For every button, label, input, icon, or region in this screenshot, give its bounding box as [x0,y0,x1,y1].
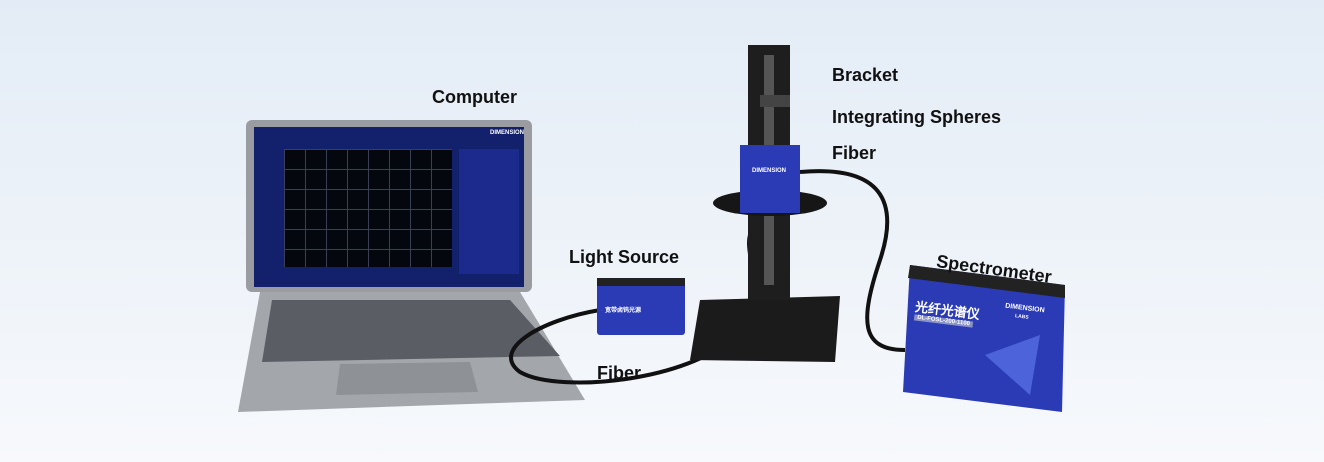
light-source-device [597,280,685,335]
label-fiber-bottom: Fiber [597,363,642,383]
sphere-brand-logo: DIMENSION [752,168,787,174]
integrating-sphere [740,145,800,213]
label-computer: Computer [432,87,517,107]
spectrum-plot [284,149,452,267]
software-side-panel [459,149,519,274]
laptop-screen [254,127,524,287]
label-bracket: Bracket [832,65,899,85]
fiber-cable-right [799,169,906,352]
stand-base [690,296,840,362]
keyboard [262,300,560,362]
label-integrating-spheres: Integrating Spheres [832,107,1002,127]
touchpad [336,362,478,395]
screen-brand-logo: DIMENSION [490,130,525,136]
label-fiber-top: Fiber [832,143,877,163]
label-light-source: Light Source [569,247,680,267]
light-source-name: 宽带卤钨光源 [605,308,642,314]
